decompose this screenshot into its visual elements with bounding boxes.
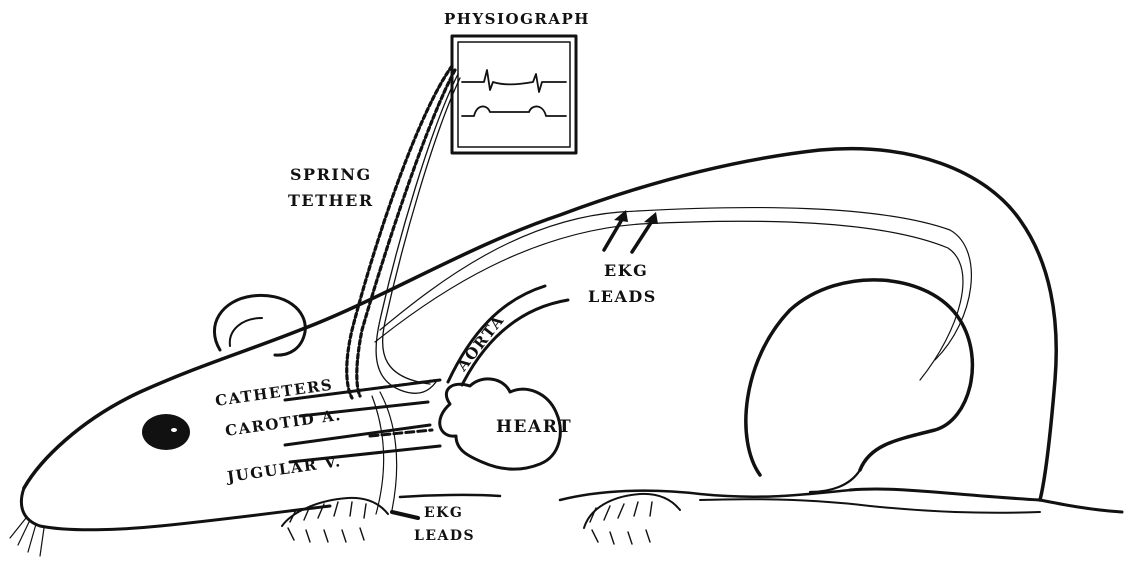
spring-label: SPRING [290, 165, 372, 184]
tail [1040, 500, 1122, 512]
ekg-lower-indicator [392, 512, 418, 518]
rat-outline [10, 149, 1056, 556]
catheters-label: CATHETERS [214, 376, 334, 410]
physiograph-label: PHYSIOGRAPH [444, 10, 590, 28]
eye [142, 414, 190, 450]
hind-leg [746, 280, 973, 492]
eye-highlight [171, 428, 177, 432]
jugular-label: JUGULAR V. [224, 452, 343, 486]
pressure-trace [462, 106, 566, 116]
heart-label: HEART [496, 417, 572, 437]
ekg-label-upper: EKG [604, 261, 648, 280]
hind-foot [584, 494, 1040, 544]
physiograph-monitor [452, 36, 576, 153]
aorta-label: AORTA [452, 311, 508, 375]
tether-label: TETHER [288, 191, 374, 210]
catheter-lines [376, 74, 460, 393]
leads-label-lower: LEADS [414, 528, 475, 544]
spring-tether [347, 66, 455, 398]
front-foot [282, 498, 388, 542]
ekg-label-lower: EKG [424, 505, 463, 521]
leads-label-upper: LEADS [588, 287, 657, 306]
ekg-arrows [604, 210, 658, 252]
carotid-label: CAROTID A. [224, 406, 343, 440]
ekg-trace [462, 70, 566, 92]
